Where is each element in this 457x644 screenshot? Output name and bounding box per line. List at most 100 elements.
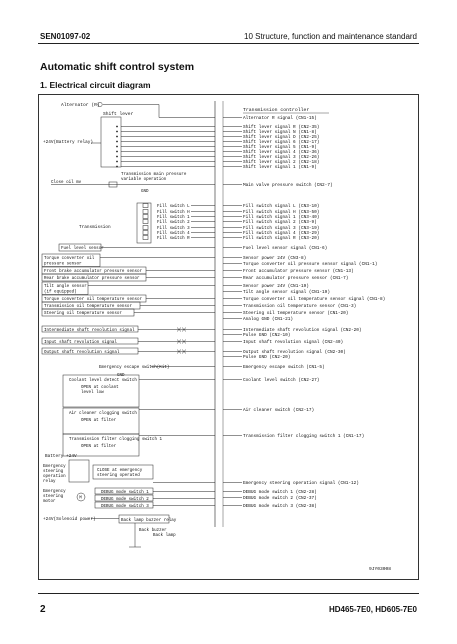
shift-lever-label: Shift lever xyxy=(103,111,134,117)
main-pressure-switch xyxy=(108,181,118,188)
front-brake-sensor-label: Front brake accumulator pressure sensor xyxy=(44,269,142,274)
debug-switch-label: DEBUG mode switch 1 xyxy=(101,490,149,495)
footer-rule xyxy=(38,593,419,594)
controller-signal-label: Transmission oil temperature sensor (CN1… xyxy=(243,304,356,309)
section-title: 10 Structure, function and maintenance s… xyxy=(244,32,417,41)
input-rev-signal-box xyxy=(41,337,139,345)
shift-lever-contact xyxy=(116,135,118,138)
back-lamp-relay-box xyxy=(118,514,170,524)
controller-signal-label: Transmission filter clogging switch 1 (C… xyxy=(243,434,364,439)
intermediate-rev-signal-cross-b xyxy=(176,327,182,332)
shift-lever-contact xyxy=(116,160,118,163)
controller-signal-label: Shift lever signal 3 (CN2-26) xyxy=(243,155,319,160)
emerg-motor-label: motor xyxy=(43,500,56,504)
controller-signal-label: Fill switch signal 2 (CN3-9) xyxy=(243,220,317,225)
trans-main-pressure-label: Transmission main pressure xyxy=(121,172,187,177)
header-rule xyxy=(38,43,419,44)
controller-signal-label: DEBUG mode switch 3 (CN2-38) xyxy=(243,504,317,509)
controller-signal-label: Shift lever signal R (CN2-35) xyxy=(243,125,319,130)
shift-lever-contact xyxy=(116,130,118,133)
debug-switch-label: DEBUG mode switch 2 xyxy=(101,497,149,502)
rear-brake-sensor-label: Rear brake accumulator pressure sensor xyxy=(44,276,140,281)
model-numbers: HD465-7E0, HD605-7E0 xyxy=(328,605,417,614)
close-emerg-label-2: steering operated xyxy=(97,473,140,478)
controller-signal-label: Output shaft revolution signal (CN2-30) xyxy=(243,350,346,355)
controller-signal-label: Emergency escape switch (CN1-5) xyxy=(243,365,325,370)
output-rev-signal-label: Output shaft revolution signal xyxy=(44,350,120,355)
controller-signal-label: Emergency steering operation signal (CN1… xyxy=(243,481,359,486)
controller-signal-label: Shift lever signal 2 (CN2-18) xyxy=(243,160,319,165)
controller-signal-label: Shift lever signal 5 (CN1-9) xyxy=(243,145,317,150)
transmission-fill-block xyxy=(136,202,152,244)
controller-signal-label: Sensor power 24V (CN1-19) xyxy=(243,284,309,289)
emerg-motor-label: Emergency xyxy=(43,490,66,494)
debug-switch-box xyxy=(94,501,154,509)
emerg-relay-box xyxy=(68,459,90,483)
trans-filter-open-label: OPEN at filter xyxy=(81,444,117,449)
close-emerg-label: CLOSE at emergency xyxy=(97,469,143,473)
variable-operation-label: variable operation xyxy=(121,177,167,182)
fill-switch-label: Fill switch 2 xyxy=(157,220,190,225)
shift-lever-contact xyxy=(116,125,118,128)
controller-signal-label: Fill switch signal 3 (CN3-19) xyxy=(243,226,319,231)
controller-signal-label: Pulse GND (CN2-10) xyxy=(243,333,290,338)
coolant-switch-label: Coolant level detect switch xyxy=(69,378,137,383)
controller-signal-label: Torque converter oil pressure sensor sig… xyxy=(243,262,377,267)
controller-signal-label: Fill switch signal R (CN3-20) xyxy=(243,236,319,241)
controller-signal-label: Input shaft revolution signal (CN2-40) xyxy=(243,340,343,345)
emerg-motor-symbol xyxy=(76,492,86,502)
alternator-label: Alternator (R) xyxy=(61,102,100,108)
tc-pressure-sensor-label: Torque converter oil xyxy=(44,256,95,261)
fill-switch-label: Fill switch R xyxy=(157,236,190,241)
input-rev-signal-cross-b xyxy=(176,339,182,344)
input-rev-signal-cross-d xyxy=(181,339,187,344)
controller-signal-label: Shift lever signal D (CN2-25) xyxy=(243,135,319,140)
emerg-motor-m: M xyxy=(79,497,82,501)
controller-signal-label: Air cleaner switch (CN2-17) xyxy=(243,408,314,413)
tc-temp-sensor-label: Torque converter oil temperature sensor xyxy=(44,297,142,302)
controller-signal-label: Steering oil temperature sensor (CN1-20) xyxy=(243,311,348,316)
page-title: Automatic shift control system xyxy=(40,61,195,73)
section-subtitle: 1. Electrical circuit diagram xyxy=(40,80,151,90)
emerg-relay-label: Emergency xyxy=(43,465,66,469)
tc-pressure-sensor-box xyxy=(41,253,101,267)
controller-signal-label: Rear accumulator pressure sensor (CN1-7) xyxy=(243,276,348,281)
debug-switch-box xyxy=(94,494,154,502)
shift-lever-contact xyxy=(116,150,118,153)
close-oil-mv-label: Close oil mv xyxy=(51,180,82,185)
shift-lever-box xyxy=(100,116,122,168)
controller-signal-label: Shift lever signal N (CN1-8) xyxy=(243,130,317,135)
shift-lever-contact xyxy=(116,140,118,143)
controller-signal-label: Shift lever signal 6 (CN2-17) xyxy=(243,140,319,145)
controller-signal-label: Shift lever signal 4 (CN2-36) xyxy=(243,150,319,155)
coolant-switch-frame xyxy=(62,374,140,408)
fill-switch-contact xyxy=(142,219,149,224)
intermediate-rev-signal-box xyxy=(41,325,139,333)
emerg-motor-label: steering xyxy=(43,494,64,499)
fill-switch-contact xyxy=(142,203,149,208)
trans-filter-frame xyxy=(62,433,140,457)
fill-switch-label: Fill switch 3 xyxy=(157,226,190,231)
fuel-level-sensor-label: Fuel level sensor xyxy=(61,246,104,251)
controller-signal-label: Coolant level switch (CN2-27) xyxy=(243,378,319,383)
debug-switch-box xyxy=(94,487,154,495)
shift-lever-contact xyxy=(116,165,118,168)
emerg-escape-label: Emergency escape switch(Kit) xyxy=(99,365,169,370)
controller-signal-label: Fill switch signal L (CN3-10) xyxy=(243,204,319,209)
air-open-label: OPEN at filter xyxy=(81,418,117,423)
controller-signal-label: Pulse GND (CN2-20) xyxy=(243,355,290,360)
fill-switch-contact xyxy=(142,214,149,219)
tilt-angle-sensor-label: (if equipped) xyxy=(44,290,77,295)
fill-switch-label: Fill switch 4 xyxy=(157,231,190,236)
controller-signal-label: Intermediate shaft revolution signal (CN… xyxy=(243,328,362,333)
controller-signal-label: Main valve pressure switch (CN2-7) xyxy=(243,183,333,188)
controller-signal-label: Shift lever signal 1 (CN1-9) xyxy=(243,165,317,170)
output-rev-signal-cross-b xyxy=(176,349,182,354)
controller-signal-label: Fill switch signal 4 (CN3-29) xyxy=(243,231,319,236)
tilt-angle-sensor-box xyxy=(41,281,89,295)
battery-24v-label: Battery +24V xyxy=(45,454,77,459)
tilt-angle-sensor-label: Tilt angle sensor xyxy=(44,284,87,289)
shift-lever-contact xyxy=(116,155,118,158)
figure-code: 9JY03008 xyxy=(369,566,391,572)
